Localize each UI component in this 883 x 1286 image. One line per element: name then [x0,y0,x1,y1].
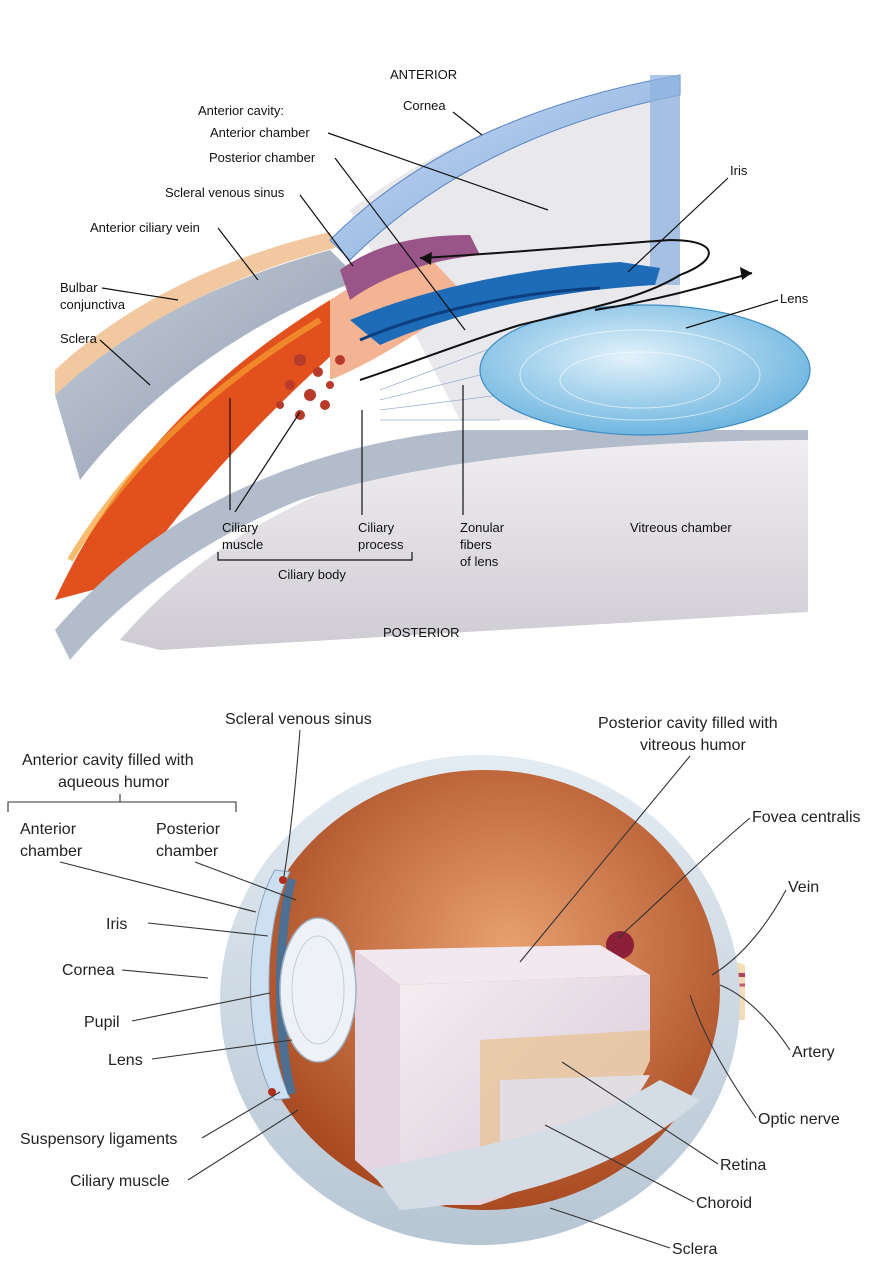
ciliary-muscle-wedge [55,300,360,600]
label-scleral-venous-sinus-bottom: Scleral venous sinus [225,711,372,728]
label-posterior-chamber-top: Posterior chamber [209,150,316,165]
label-pupil: Pupil [84,1014,120,1031]
label-sclera-top: Sclera [60,331,98,346]
label-optic-nerve: Optic nerve [758,1111,840,1128]
cornea-cut-face [650,75,680,285]
posterior-chamber-purple [340,235,480,300]
iris-bottom-shape [276,878,296,1095]
label-ciliary-muscle-bottom: Ciliary muscle [70,1173,170,1190]
label-zonular-1: Zonular [460,520,505,535]
label-fovea-centralis: Fovea centralis [752,809,861,826]
anterior-cavity-bracket [7,801,237,812]
top-diagram [55,74,811,660]
label-sclera-bottom: Sclera [672,1241,717,1258]
label-cornea-bottom: Cornea [62,962,115,979]
label-anterior-chamber-1: Anterior [20,821,77,838]
label-lens-top: Lens [780,291,809,306]
label-bulbar-2: conjunctiva [60,297,126,312]
label-ciliary-muscle-1: Ciliary [222,520,259,535]
aqueous-flow-arrow [359,238,710,381]
label-retina: Retina [720,1157,766,1174]
label-anterior-cavity: Anterior cavity: [198,103,284,118]
label-lens-bottom: Lens [108,1052,143,1069]
label-ciliary-process-1: Ciliary [358,520,395,535]
label-artery: Artery [792,1044,835,1061]
label-scleral-venous-sinus-top: Scleral venous sinus [165,185,285,200]
label-ciliary-body: Ciliary body [278,567,346,582]
label-iris-top: Iris [730,163,748,178]
label-posterior-chamber-2: chamber [156,843,219,860]
iris-shape [350,262,660,345]
label-anterior-cavity-2: aqueous humor [58,774,170,791]
label-zonular-2: fibers [460,537,492,552]
lens-shape [479,304,811,436]
label-posterior: POSTERIOR [383,625,460,640]
label-choroid: Choroid [696,1195,752,1212]
label-zonular-3: of lens [460,554,499,569]
cornea-bottom-shape [250,869,291,1101]
bottom-diagram-labels: Scleral venous sinus Anterior cavity fil… [7,711,861,1258]
bottom-diagram [220,755,746,1245]
label-posterior-cavity-1: Posterior cavity filled with [598,715,778,732]
vitreous-cube-top [355,945,650,985]
label-anterior-chamber-top: Anterior chamber [210,125,310,140]
scleral-sinus-dot [279,876,287,884]
ciliary-vessels [276,354,345,420]
sclera-band [55,250,360,480]
top-diagram-labels: ANTERIOR POSTERIOR Cornea Anterior cavit… [60,67,809,640]
label-iris-bottom: Iris [106,916,127,933]
label-ciliary-process-2: process [358,537,404,552]
conjunctiva-layer [55,232,335,395]
label-bulbar-1: Bulbar [60,280,98,295]
sclera-cut-bottom [370,1080,700,1210]
label-anterior-chamber-2: chamber [20,843,83,860]
label-anterior-ciliary-vein: Anterior ciliary vein [90,220,200,235]
label-anterior-cavity-1: Anterior cavity filled with [22,752,194,769]
label-anterior: ANTERIOR [390,67,457,82]
label-ciliary-muscle-2: muscle [222,537,263,552]
label-suspensory-ligaments: Suspensory ligaments [20,1131,177,1148]
label-posterior-cavity-2: vitreous humor [640,737,746,754]
label-cornea-top: Cornea [403,98,446,113]
label-vitreous-chamber: Vitreous chamber [630,520,732,535]
vitreous-chamber-region [120,432,808,650]
vitreous-cube-front [355,950,400,1200]
label-vein: Vein [788,879,819,896]
ciliary-body-bracket [217,552,413,561]
fovea-spot [606,931,634,959]
label-posterior-chamber-1: Posterior [156,821,221,838]
lower-sclera [55,430,808,660]
